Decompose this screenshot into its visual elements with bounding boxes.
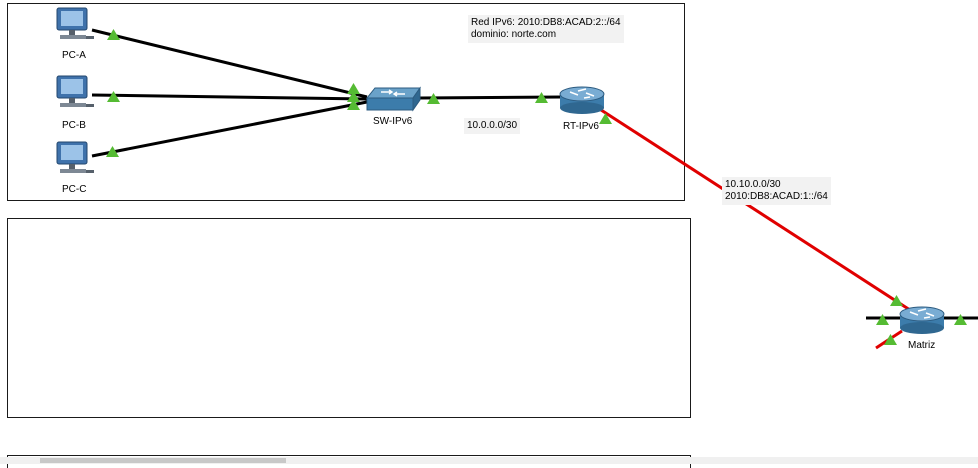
area-frame-top	[7, 3, 685, 201]
link-up-indicator	[347, 91, 360, 102]
link-pcc-switch[interactable]	[91, 100, 368, 158]
wan-ipv6-line: 2010:DB8:ACAD:1::/64	[725, 191, 828, 202]
router-rt-ipv6-label: RT-IPv6	[563, 121, 599, 132]
link-up-indicator	[890, 295, 903, 306]
link-pca-switch[interactable]	[91, 28, 368, 99]
pc-c-label: PC-C	[62, 184, 87, 195]
pc-a-label: PC-A	[62, 50, 86, 61]
wan-ipv4-line: 10.10.0.0/30	[725, 179, 781, 190]
link-up-indicator	[427, 93, 440, 104]
link-up-indicator	[347, 99, 360, 110]
router-rt-ipv6-icon[interactable]	[559, 86, 605, 114]
lan-domain-line: dominio: norte.com	[471, 29, 557, 40]
lan-network-line: Red IPv6: 2010:DB8:ACAD:2::/64	[471, 17, 621, 28]
area-frame-middle	[7, 218, 691, 418]
wan-link-note: 10.10.0.0/30 2010:DB8:ACAD:1::/64	[722, 177, 831, 205]
link-switch-router[interactable]	[419, 95, 563, 100]
link-up-indicator	[954, 314, 967, 325]
router-matriz-icon[interactable]	[899, 306, 945, 334]
link-up-indicator	[347, 83, 360, 94]
switch-label: SW-IPv6	[373, 116, 413, 127]
link-up-indicator	[884, 334, 897, 345]
link-up-indicator	[876, 314, 889, 325]
pc-a-icon[interactable]	[56, 7, 94, 39]
horizontal-scrollbar[interactable]	[0, 457, 978, 464]
link-up-indicator	[107, 91, 120, 102]
link-wan-serial[interactable]	[597, 106, 911, 312]
scrollbar-thumb[interactable]	[40, 458, 286, 463]
link-sw-rt-note: 10.0.0.0/30	[464, 118, 521, 134]
link-up-indicator	[107, 29, 120, 40]
switch-icon[interactable]	[365, 86, 421, 112]
lan-network-note: Red IPv6: 2010:DB8:ACAD:2::/64 dominio: …	[468, 15, 624, 43]
router-matriz-label: Matriz	[908, 340, 936, 351]
pc-b-label: PC-B	[62, 120, 86, 131]
link-up-indicator	[106, 146, 119, 157]
pc-c-icon[interactable]	[56, 141, 94, 173]
pc-b-icon[interactable]	[56, 75, 94, 107]
link-up-indicator	[599, 113, 612, 124]
link-pcb-switch[interactable]	[91, 93, 368, 101]
link-indicators	[106, 29, 967, 345]
link-up-indicator	[535, 92, 548, 103]
